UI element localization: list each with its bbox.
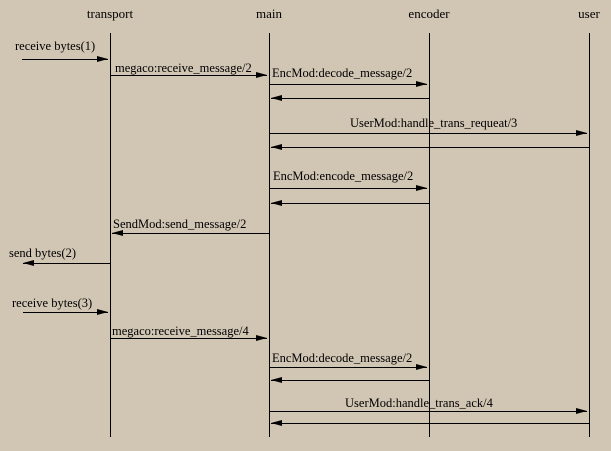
return-line (271, 203, 429, 204)
message-label: UserMod:handle_trans_requeat/3 (350, 116, 518, 130)
message-label: receive bytes(1) (15, 39, 96, 53)
message-line (269, 84, 427, 85)
lifeline-label-transport: transport (86, 6, 134, 21)
message-line (110, 338, 267, 339)
lifeline-label-user: user (578, 6, 600, 21)
arrowhead-right-icon (416, 185, 427, 191)
arrowhead-right-icon (576, 130, 587, 136)
message-line (110, 75, 267, 76)
arrowhead-left-icon (271, 144, 282, 150)
return-line (271, 380, 429, 381)
arrowhead-right-icon (256, 335, 267, 341)
message-label: megaco:receive_message/2 (115, 61, 252, 75)
arrowhead-left-icon (271, 95, 282, 101)
lifeline-user (589, 33, 590, 437)
message-line (23, 263, 110, 264)
message-label: SendMod:send_message/2 (113, 217, 247, 231)
arrowhead-right-icon (416, 364, 427, 370)
arrowhead-left-icon (271, 200, 282, 206)
lifeline-label-main: main (256, 6, 282, 21)
arrowhead-right-icon (97, 309, 108, 315)
lifeline-main (269, 33, 270, 437)
lifeline-transport (110, 33, 111, 437)
message-label: EncMod:decode_message/2 (272, 66, 413, 80)
arrowhead-left-icon (271, 377, 282, 383)
arrowhead-left-icon (112, 230, 123, 236)
message-line (112, 233, 269, 234)
lifeline-encoder (429, 33, 430, 437)
arrowhead-right-icon (416, 81, 427, 87)
message-label: EncMod:decode_message/2 (272, 351, 413, 365)
message-line (269, 188, 427, 189)
message-line (269, 133, 587, 134)
message-label: EncMod:encode_message/2 (273, 169, 414, 183)
arrowhead-left-icon (271, 420, 282, 426)
message-line (269, 367, 427, 368)
return-line (271, 98, 429, 99)
arrowhead-right-icon (97, 56, 108, 62)
arrowhead-right-icon (256, 72, 267, 78)
message-line (23, 312, 108, 313)
message-label: megaco:receive_message/4 (112, 324, 249, 338)
message-line (269, 411, 587, 412)
return-line (271, 147, 589, 148)
lifeline-label-encoder: encoder (408, 6, 450, 21)
message-line (22, 59, 108, 60)
return-line (271, 423, 589, 424)
arrowhead-right-icon (576, 408, 587, 414)
message-label: receive bytes(3) (12, 296, 93, 310)
arrowhead-left-icon (23, 260, 34, 266)
message-label: send bytes(2) (9, 246, 76, 260)
message-label: UserMod:handle_trans_ack/4 (345, 396, 493, 410)
